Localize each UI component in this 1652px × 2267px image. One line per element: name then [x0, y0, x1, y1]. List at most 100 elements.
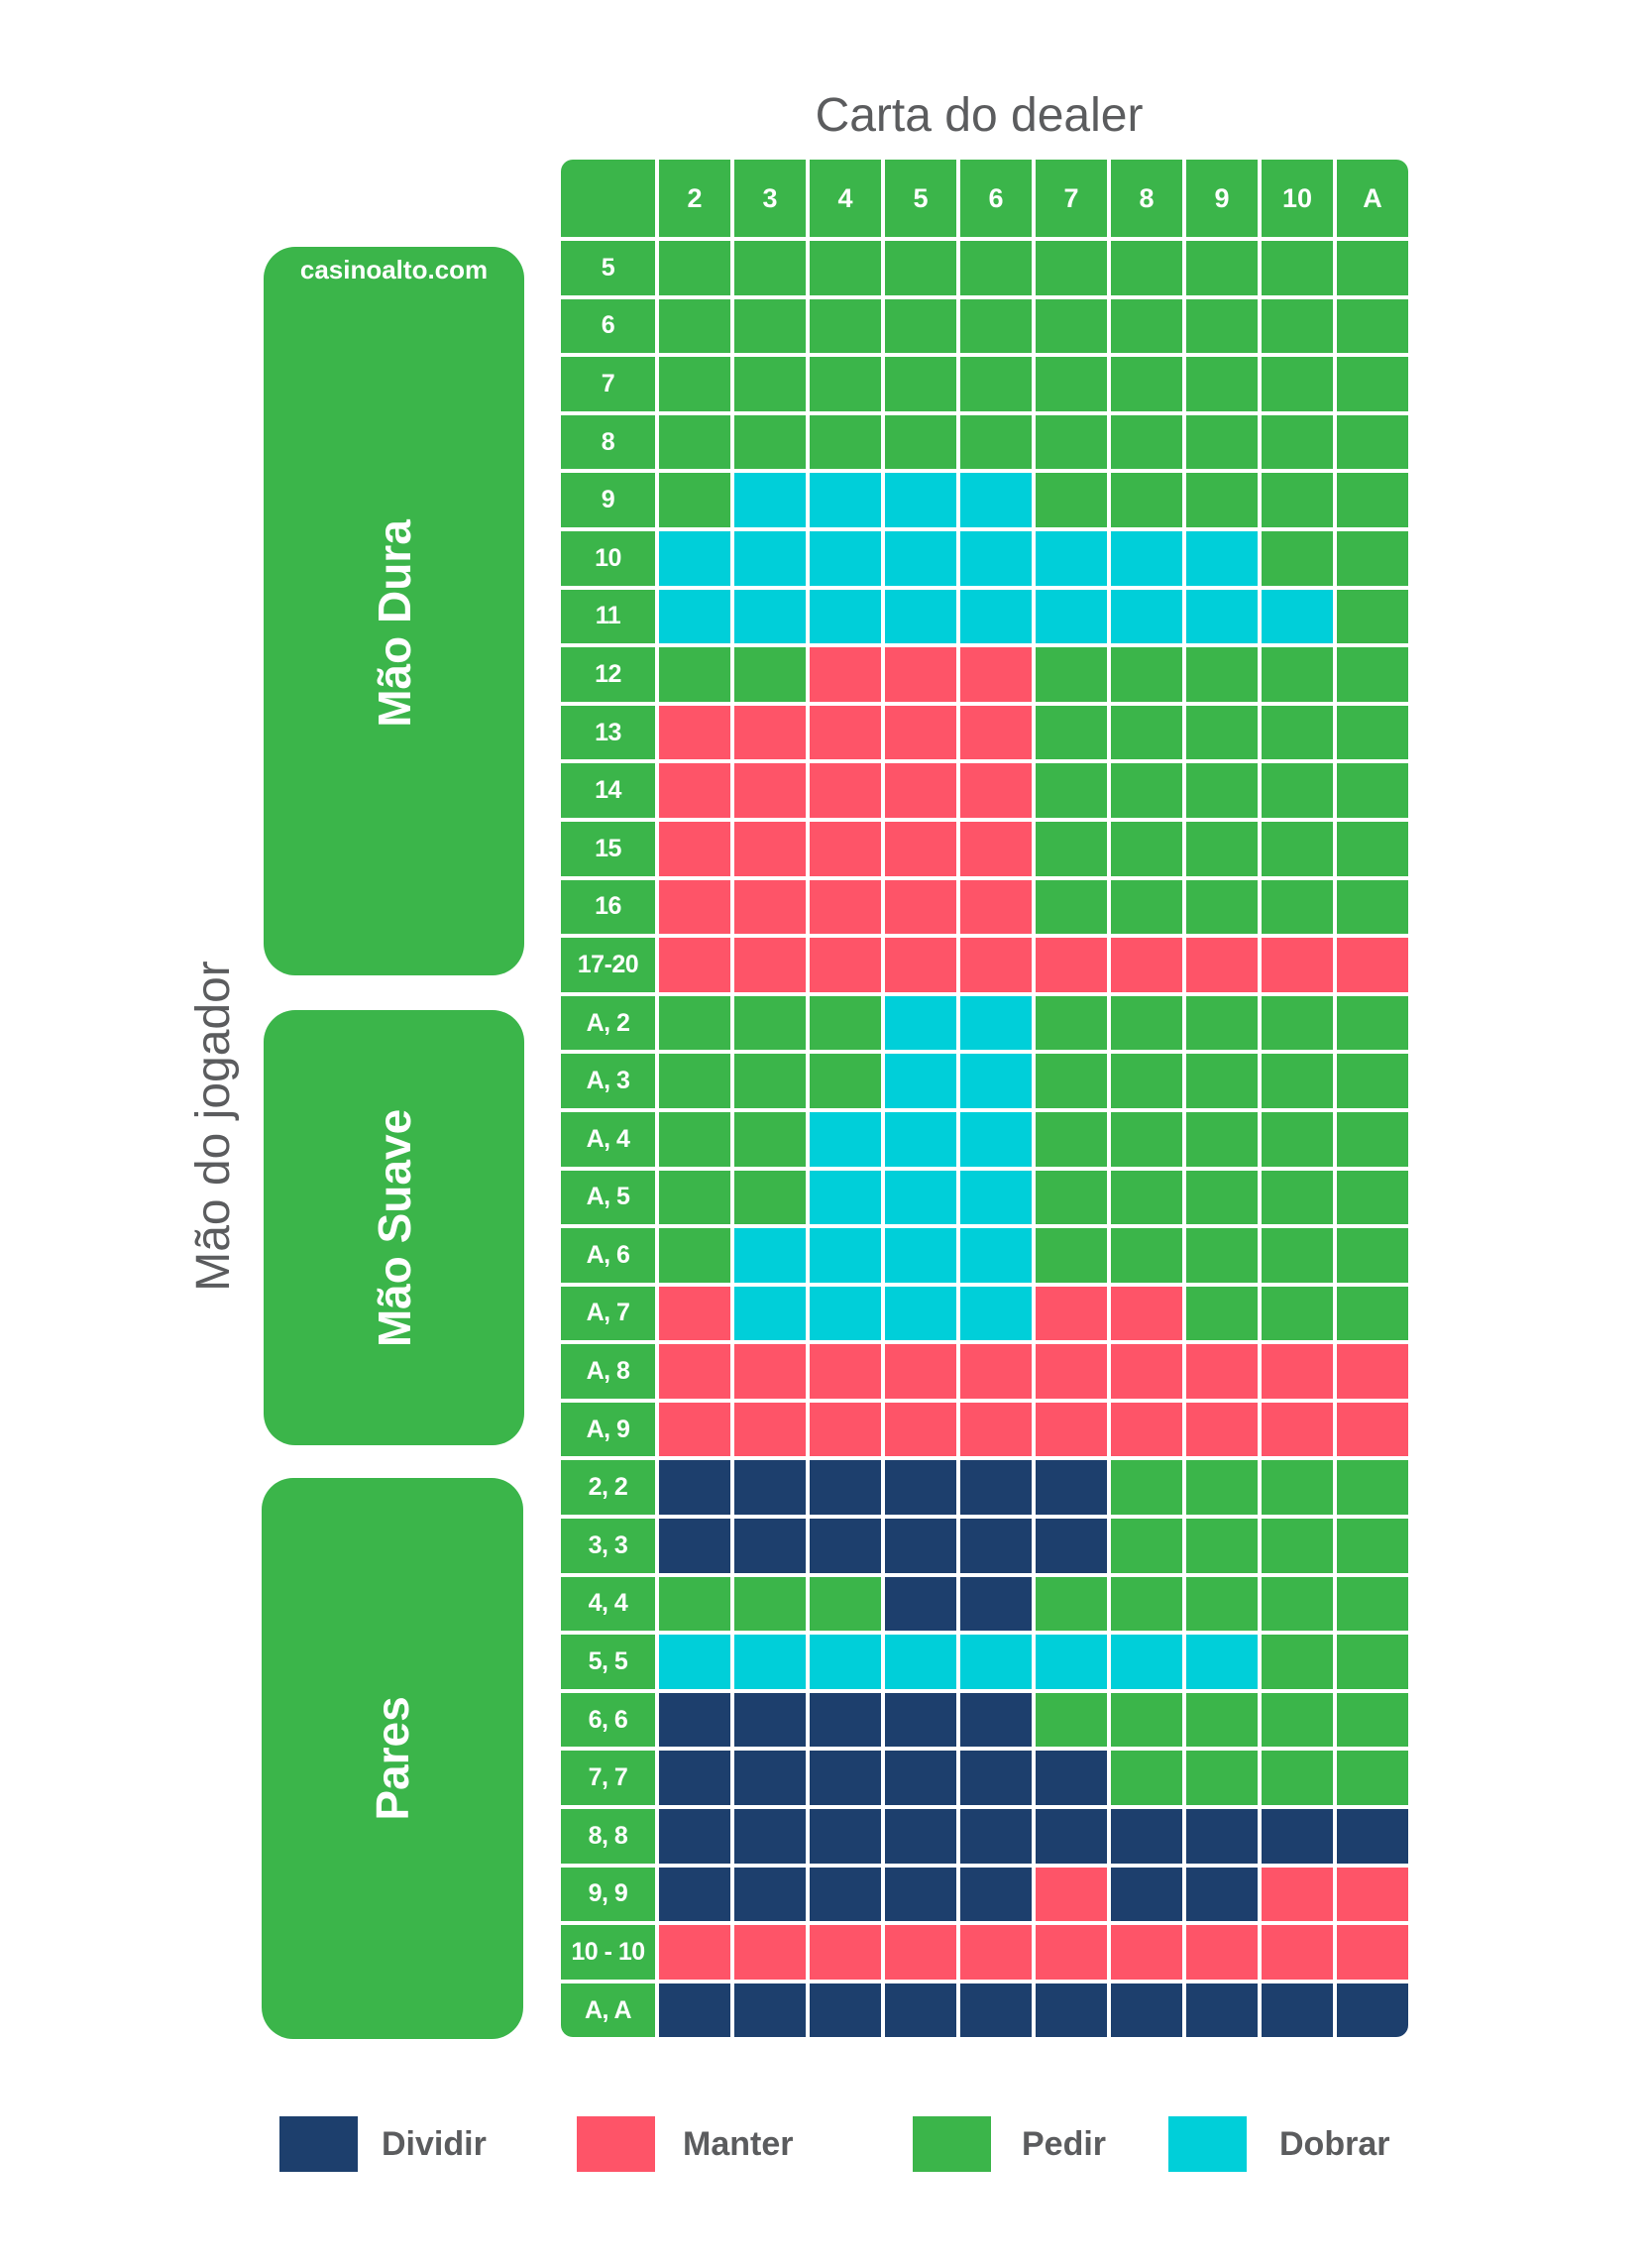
strategy-cell — [659, 1751, 730, 1806]
strategy-cell — [1186, 1692, 1258, 1748]
strategy-cell — [1036, 1402, 1107, 1457]
strategy-cell — [1111, 821, 1182, 876]
strategy-cell — [659, 298, 730, 354]
strategy-cell — [1262, 1692, 1333, 1748]
dealer-card-header: 3 — [734, 160, 806, 237]
strategy-cell — [1337, 1576, 1408, 1632]
strategy-cell — [1186, 1170, 1258, 1225]
strategy-cell — [1337, 705, 1408, 760]
strategy-cell — [1337, 1809, 1408, 1864]
strategy-cell — [960, 1692, 1032, 1748]
strategy-cell — [960, 1402, 1032, 1457]
strategy-cell — [659, 1460, 730, 1516]
legend-swatch — [913, 2116, 991, 2172]
strategy-cell — [1036, 1692, 1107, 1748]
strategy-cell — [1337, 1635, 1408, 1689]
strategy-cell — [960, 821, 1032, 876]
strategy-cell — [734, 473, 806, 527]
strategy-cell — [1337, 473, 1408, 527]
strategy-cell — [1111, 1460, 1182, 1516]
player-hand-label: 12 — [561, 647, 655, 702]
group-label-pairs: Pares — [367, 1696, 418, 1821]
strategy-cell — [885, 473, 956, 527]
strategy-cell — [810, 1983, 881, 2038]
strategy-cell — [1111, 705, 1182, 760]
strategy-cell — [659, 1286, 730, 1341]
strategy-cell — [1186, 414, 1258, 470]
strategy-cell — [1337, 1867, 1408, 1922]
strategy-cell — [810, 1635, 881, 1689]
strategy-cell — [1337, 1692, 1408, 1748]
strategy-cell — [734, 357, 806, 411]
strategy-cell — [885, 879, 956, 935]
strategy-cell — [885, 298, 956, 354]
strategy-cell — [1186, 995, 1258, 1051]
strategy-cell — [1111, 1867, 1182, 1922]
player-hand-label: A, 6 — [561, 1228, 655, 1283]
dealer-card-header: 2 — [659, 160, 730, 237]
strategy-cell — [734, 1460, 806, 1516]
strategy-cell — [1262, 995, 1333, 1051]
strategy-cell — [1262, 647, 1333, 702]
player-hand-label: 16 — [561, 879, 655, 935]
strategy-cell — [1262, 1983, 1333, 2038]
strategy-cell — [1036, 763, 1107, 818]
legend-label: Dividir — [382, 2125, 487, 2163]
strategy-cell — [1036, 1519, 1107, 1573]
strategy-cell — [960, 1170, 1032, 1225]
strategy-cell — [1111, 1286, 1182, 1341]
strategy-cell — [810, 1228, 881, 1283]
strategy-cell — [659, 1054, 730, 1108]
strategy-cell — [960, 938, 1032, 992]
strategy-cell — [1337, 995, 1408, 1051]
strategy-cell — [1036, 1576, 1107, 1632]
player-hand-label: 17-20 — [561, 938, 655, 992]
strategy-cell — [659, 241, 730, 295]
strategy-cell — [960, 1809, 1032, 1864]
strategy-cell — [1262, 1228, 1333, 1283]
dealer-card-header: 6 — [960, 160, 1032, 237]
strategy-cell — [960, 763, 1032, 818]
strategy-cell — [1337, 1751, 1408, 1806]
strategy-cell — [734, 1925, 806, 1980]
strategy-cell — [810, 1054, 881, 1108]
player-hand-label: 13 — [561, 705, 655, 760]
strategy-cell — [734, 821, 806, 876]
strategy-cell — [659, 879, 730, 935]
strategy-cell — [885, 1054, 956, 1108]
strategy-cell — [1111, 1576, 1182, 1632]
strategy-cell — [1036, 414, 1107, 470]
strategy-cell — [1036, 473, 1107, 527]
strategy-cell — [810, 763, 881, 818]
strategy-cell — [1337, 821, 1408, 876]
strategy-cell — [1036, 1111, 1107, 1167]
strategy-cell — [1337, 1983, 1408, 2038]
player-hand-label: A, 7 — [561, 1286, 655, 1341]
strategy-cell — [885, 1692, 956, 1748]
strategy-cell — [885, 1111, 956, 1167]
strategy-cell — [960, 589, 1032, 644]
player-hand-label: 9, 9 — [561, 1867, 655, 1922]
strategy-cell — [810, 1692, 881, 1748]
strategy-cell — [734, 1635, 806, 1689]
strategy-cell — [1036, 1925, 1107, 1980]
strategy-cell — [659, 357, 730, 411]
strategy-cell — [885, 589, 956, 644]
strategy-cell — [1262, 763, 1333, 818]
strategy-cell — [960, 1054, 1032, 1108]
strategy-cell — [960, 1576, 1032, 1632]
legend-swatch — [1168, 2116, 1247, 2172]
strategy-cell — [1111, 1925, 1182, 1980]
strategy-cell — [734, 1867, 806, 1922]
strategy-cell — [1036, 821, 1107, 876]
dealer-card-header: 7 — [1036, 160, 1107, 237]
strategy-cell — [810, 1576, 881, 1632]
strategy-cell — [810, 1809, 881, 1864]
strategy-cell — [659, 1635, 730, 1689]
strategy-cell — [1036, 879, 1107, 935]
strategy-cell — [885, 1983, 956, 2038]
strategy-cell — [960, 995, 1032, 1051]
strategy-cell — [810, 647, 881, 702]
strategy-cell — [1186, 1867, 1258, 1922]
